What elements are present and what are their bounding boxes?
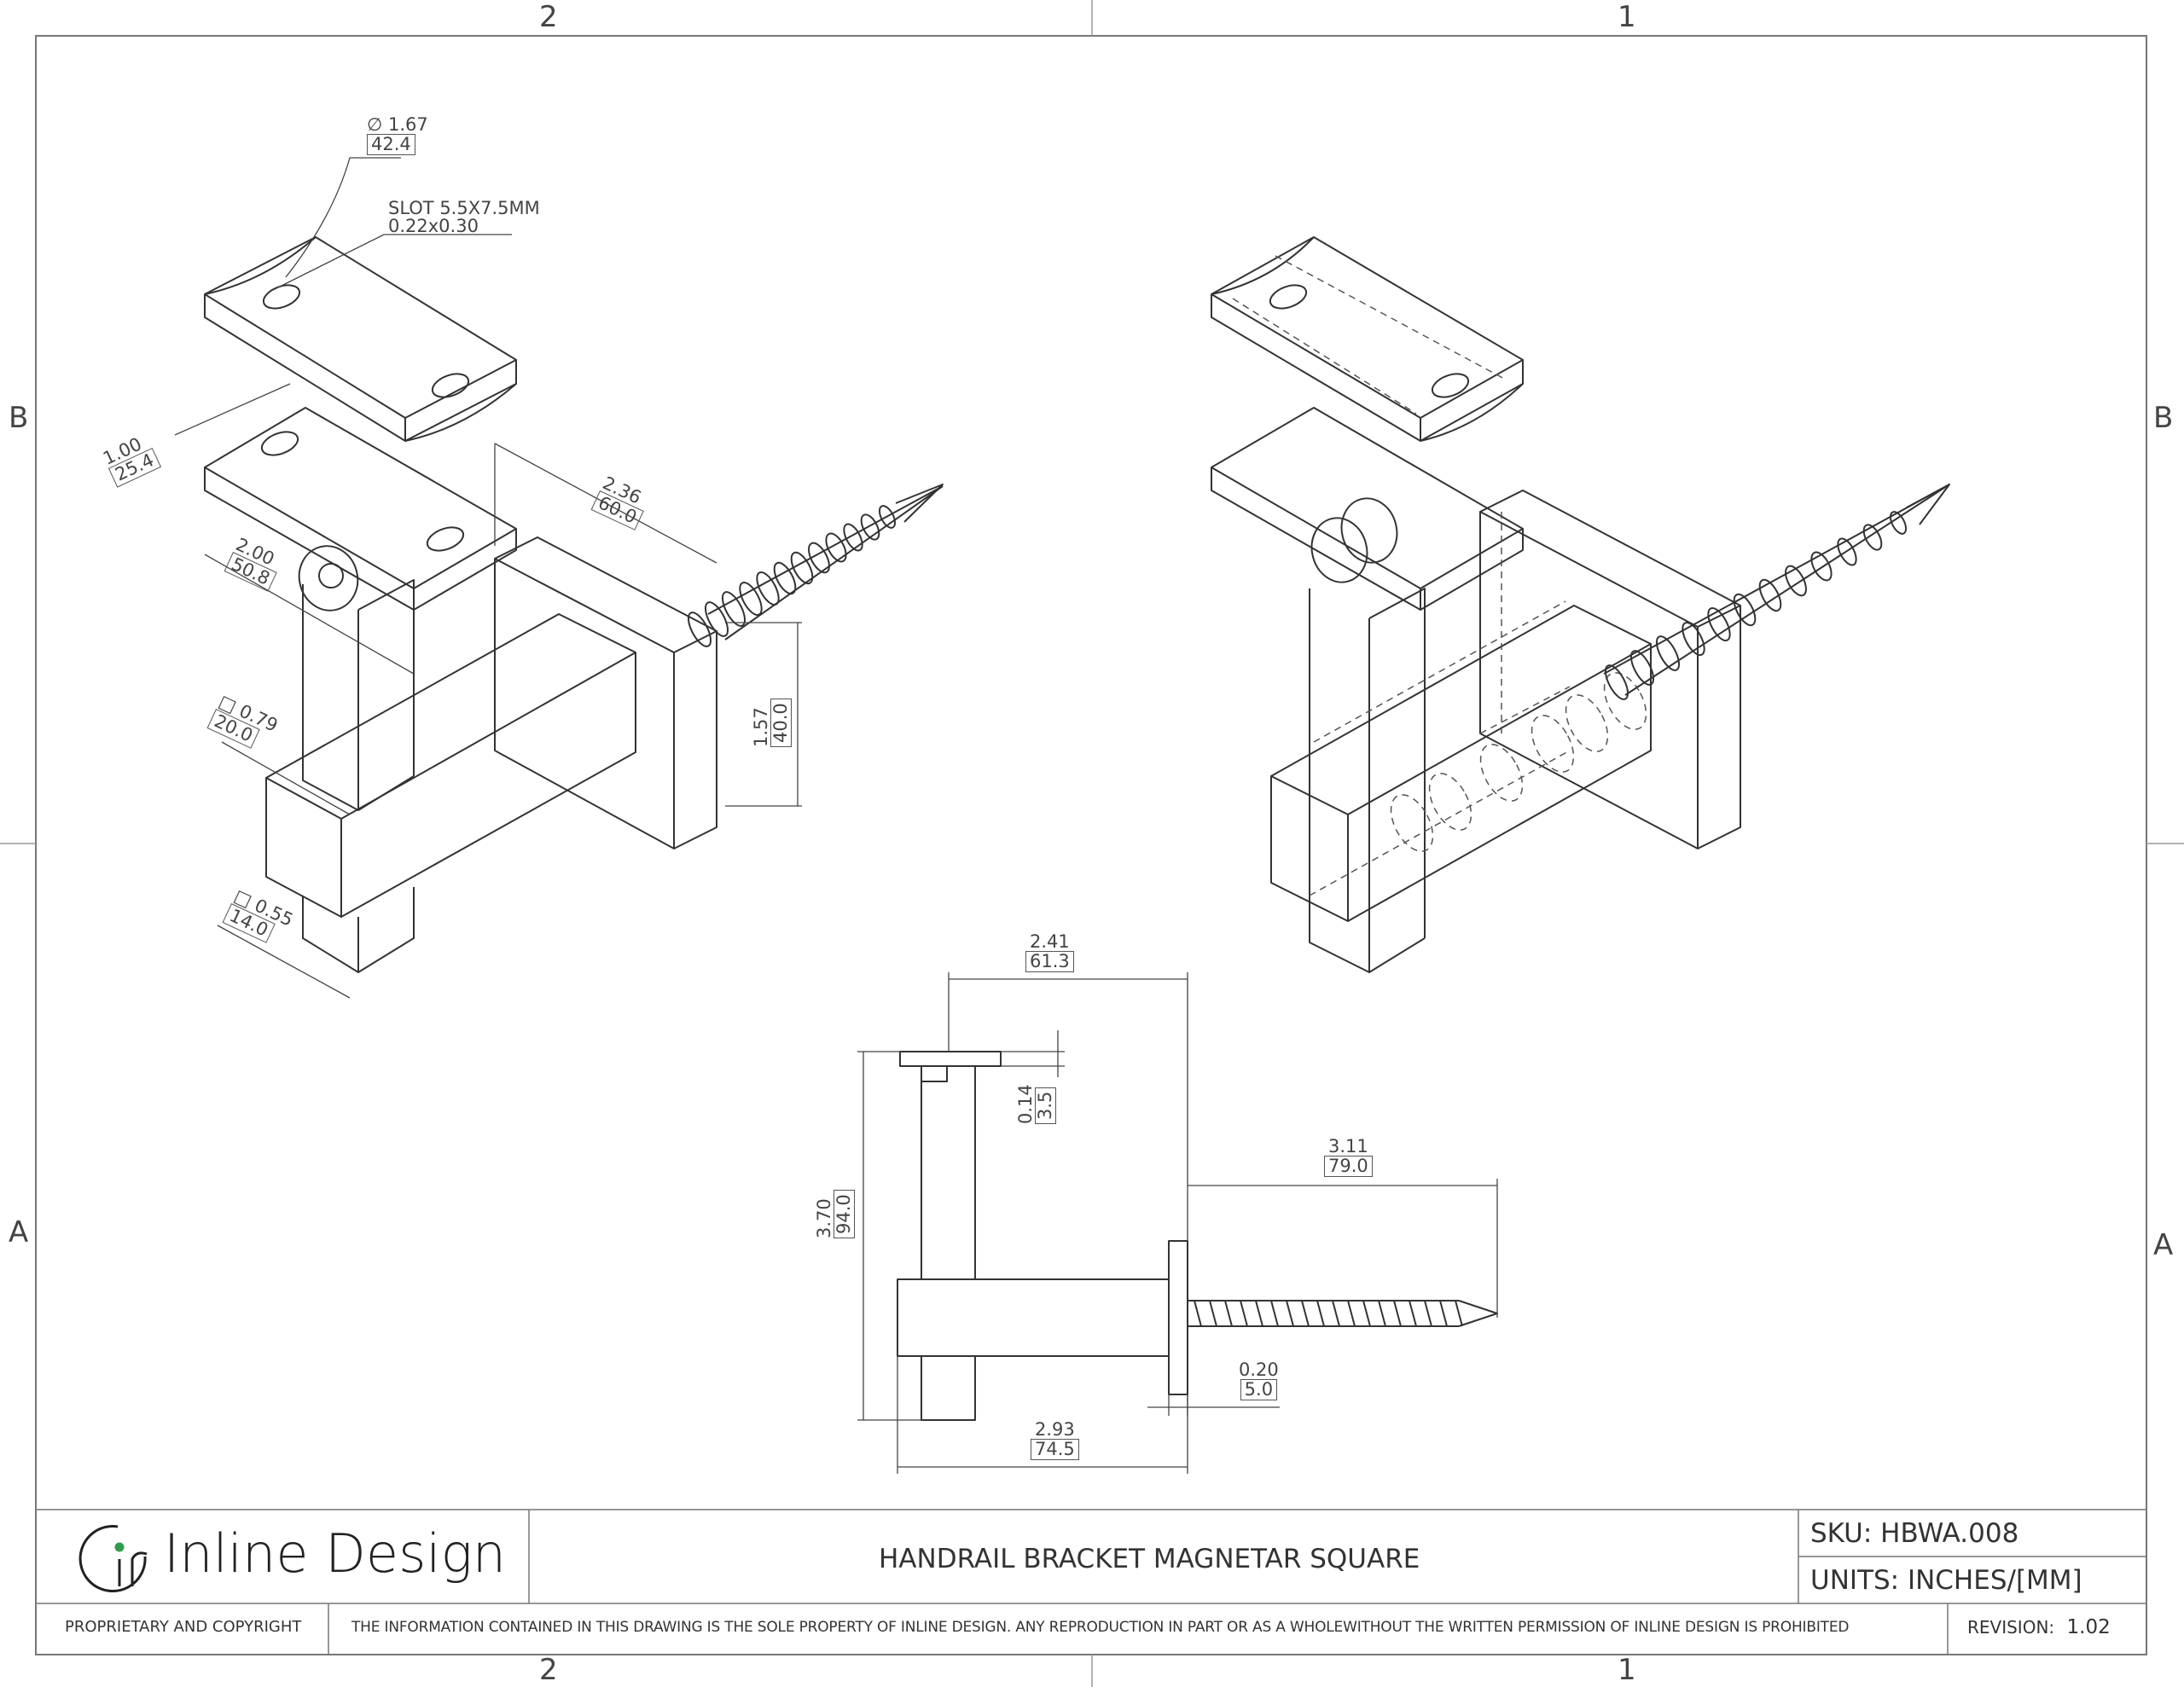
sku-label: SKU: [1810,1518,1873,1549]
dim-1-57-in: 1.57 [751,707,771,747]
dim-0-20-mm: 5.0 [1240,1379,1278,1400]
dim-3-11: 3.11 79.0 [1324,1138,1373,1177]
dim-0-20-in: 0.20 [1239,1359,1279,1380]
dim-3-11-in: 3.11 [1328,1136,1368,1157]
sku: SKU: HBWA.008 [1810,1518,2018,1549]
dim-3-70-in: 3.70 [814,1198,834,1238]
right-iso-hidden-lines [1232,255,1647,896]
copyright-label: PROPRIETARY AND COPYRIGHT [65,1618,302,1636]
units-value: INCHES/[MM] [1907,1565,2082,1596]
side-view-screw [1188,1300,1498,1327]
dim-3-70-mm: 94.0 [834,1190,855,1238]
brand-name: Inline Design [164,1522,507,1585]
zone-top-left: 2 [539,0,558,34]
zone-right-upper: B [2153,401,2174,435]
dim-slot-label: SLOT 5.5X7.5MM [388,198,540,218]
zone-left-upper: B [9,401,29,435]
right-isometric-view [1211,236,1950,973]
dim-2-41-in: 2.41 [1030,931,1070,952]
dim-0-14-in: 0.14 [1015,1084,1036,1124]
dim-diameter: ∅ 1.67 42.4 [367,116,428,155]
dimension-lines [174,157,1498,1474]
dim-diameter-mm: 42.4 [367,134,415,155]
diameter-icon: ∅ [367,114,383,135]
title-block-lines [36,1509,2146,1655]
left-iso-screw [707,485,944,641]
zone-left-lower: A [9,1215,29,1249]
units: UNITS: INCHES/[MM] [1810,1565,2082,1596]
units-label: UNITS: [1810,1565,1900,1596]
dim-diameter-in: 1.67 [387,114,428,135]
dim-0-20: 0.20 5.0 [1239,1361,1279,1400]
left-isometric-view [204,236,944,973]
dim-2-93: 2.93 74.5 [1031,1421,1079,1460]
dim-2-41: 2.41 61.3 [1025,933,1074,972]
dim-1-57: 1.57 40.0 [751,699,792,747]
left-iso-threads [687,484,944,647]
dim-1-57-mm: 40.0 [770,699,792,747]
sku-value: HBWA.008 [1880,1518,2019,1549]
dim-2-41-mm: 61.3 [1025,951,1074,972]
zone-bottom-left: 2 [539,1653,558,1687]
dim-0-14: 0.14 3.5 [1015,1084,1056,1124]
copyright-text: THE INFORMATION CONTAINED IN THIS DRAWIN… [351,1619,1850,1636]
dim-slot: SLOT 5.5X7.5MM 0.22x0.30 [388,200,540,235]
revision: REVISION: 1.02 [1967,1616,2111,1638]
right-iso-screw [1603,484,1950,700]
dim-0-14-mm: 3.5 [1035,1087,1056,1124]
revision-label: REVISION: [1967,1617,2055,1638]
zone-top-right: 1 [1618,0,1636,34]
zone-bottom-right: 1 [1618,1653,1636,1687]
dim-3-11-mm: 79.0 [1324,1156,1373,1177]
drawing-title: HANDRAIL BRACKET MAGNETAR SQUARE [879,1544,1420,1574]
side-view [897,1051,1498,1421]
dim-2-93-in: 2.93 [1035,1419,1075,1440]
dim-slot-sub: 0.22x0.30 [388,216,479,236]
sheet-border [35,35,2147,1655]
zone-right-lower: A [2153,1228,2174,1262]
inline-design-logo [78,1525,148,1593]
revision-value: 1.02 [2066,1616,2111,1638]
dim-3-70: 3.70 94.0 [814,1190,855,1238]
dim-2-93-mm: 74.5 [1031,1439,1079,1460]
